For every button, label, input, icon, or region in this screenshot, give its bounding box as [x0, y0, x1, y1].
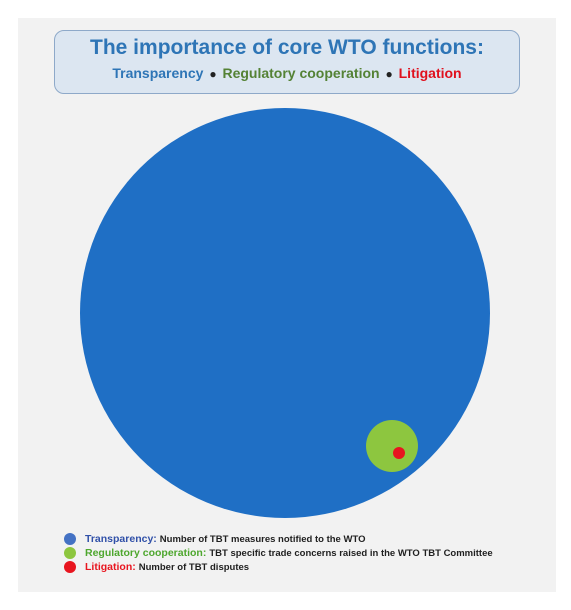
bullet-separator: ●: [385, 67, 393, 81]
subtitle-litigation: Litigation: [398, 65, 462, 81]
legend-item-litigation: Litigation: Number of TBT disputes: [64, 560, 493, 574]
legend-dot-icon: [64, 533, 76, 545]
bullet-separator: ●: [209, 67, 217, 81]
legend-description: Number of TBT measures notified to the W…: [159, 533, 366, 545]
legend-description: Number of TBT disputes: [138, 561, 250, 573]
legend-dot-icon: [64, 547, 76, 559]
legend-item-transparency: Transparency: Number of TBT measures not…: [64, 532, 493, 546]
subtitle-transparency: Transparency: [112, 65, 204, 81]
regulatory-cooperation-circle: [366, 420, 418, 472]
legend-description: TBT specific trade concerns raised in th…: [209, 547, 493, 559]
litigation-circle: [393, 447, 405, 459]
subtitle: Transparency ● Regulatory cooperation ● …: [55, 65, 519, 81]
page-title: The importance of core WTO functions:: [90, 36, 484, 59]
legend-key: Litigation:: [85, 561, 136, 573]
legend-key: Regulatory cooperation:: [85, 547, 207, 559]
subtitle-regulatory-cooperation: Regulatory cooperation: [222, 65, 380, 81]
legend-item-regulatory-cooperation: Regulatory cooperation: TBT specific tra…: [64, 546, 493, 560]
transparency-circle: [80, 108, 490, 518]
legend-dot-icon: [64, 561, 76, 573]
legend: Transparency: Number of TBT measures not…: [64, 532, 493, 574]
legend-key: Transparency:: [85, 533, 157, 545]
title-box: The importance of core WTO functions: Tr…: [54, 30, 520, 94]
